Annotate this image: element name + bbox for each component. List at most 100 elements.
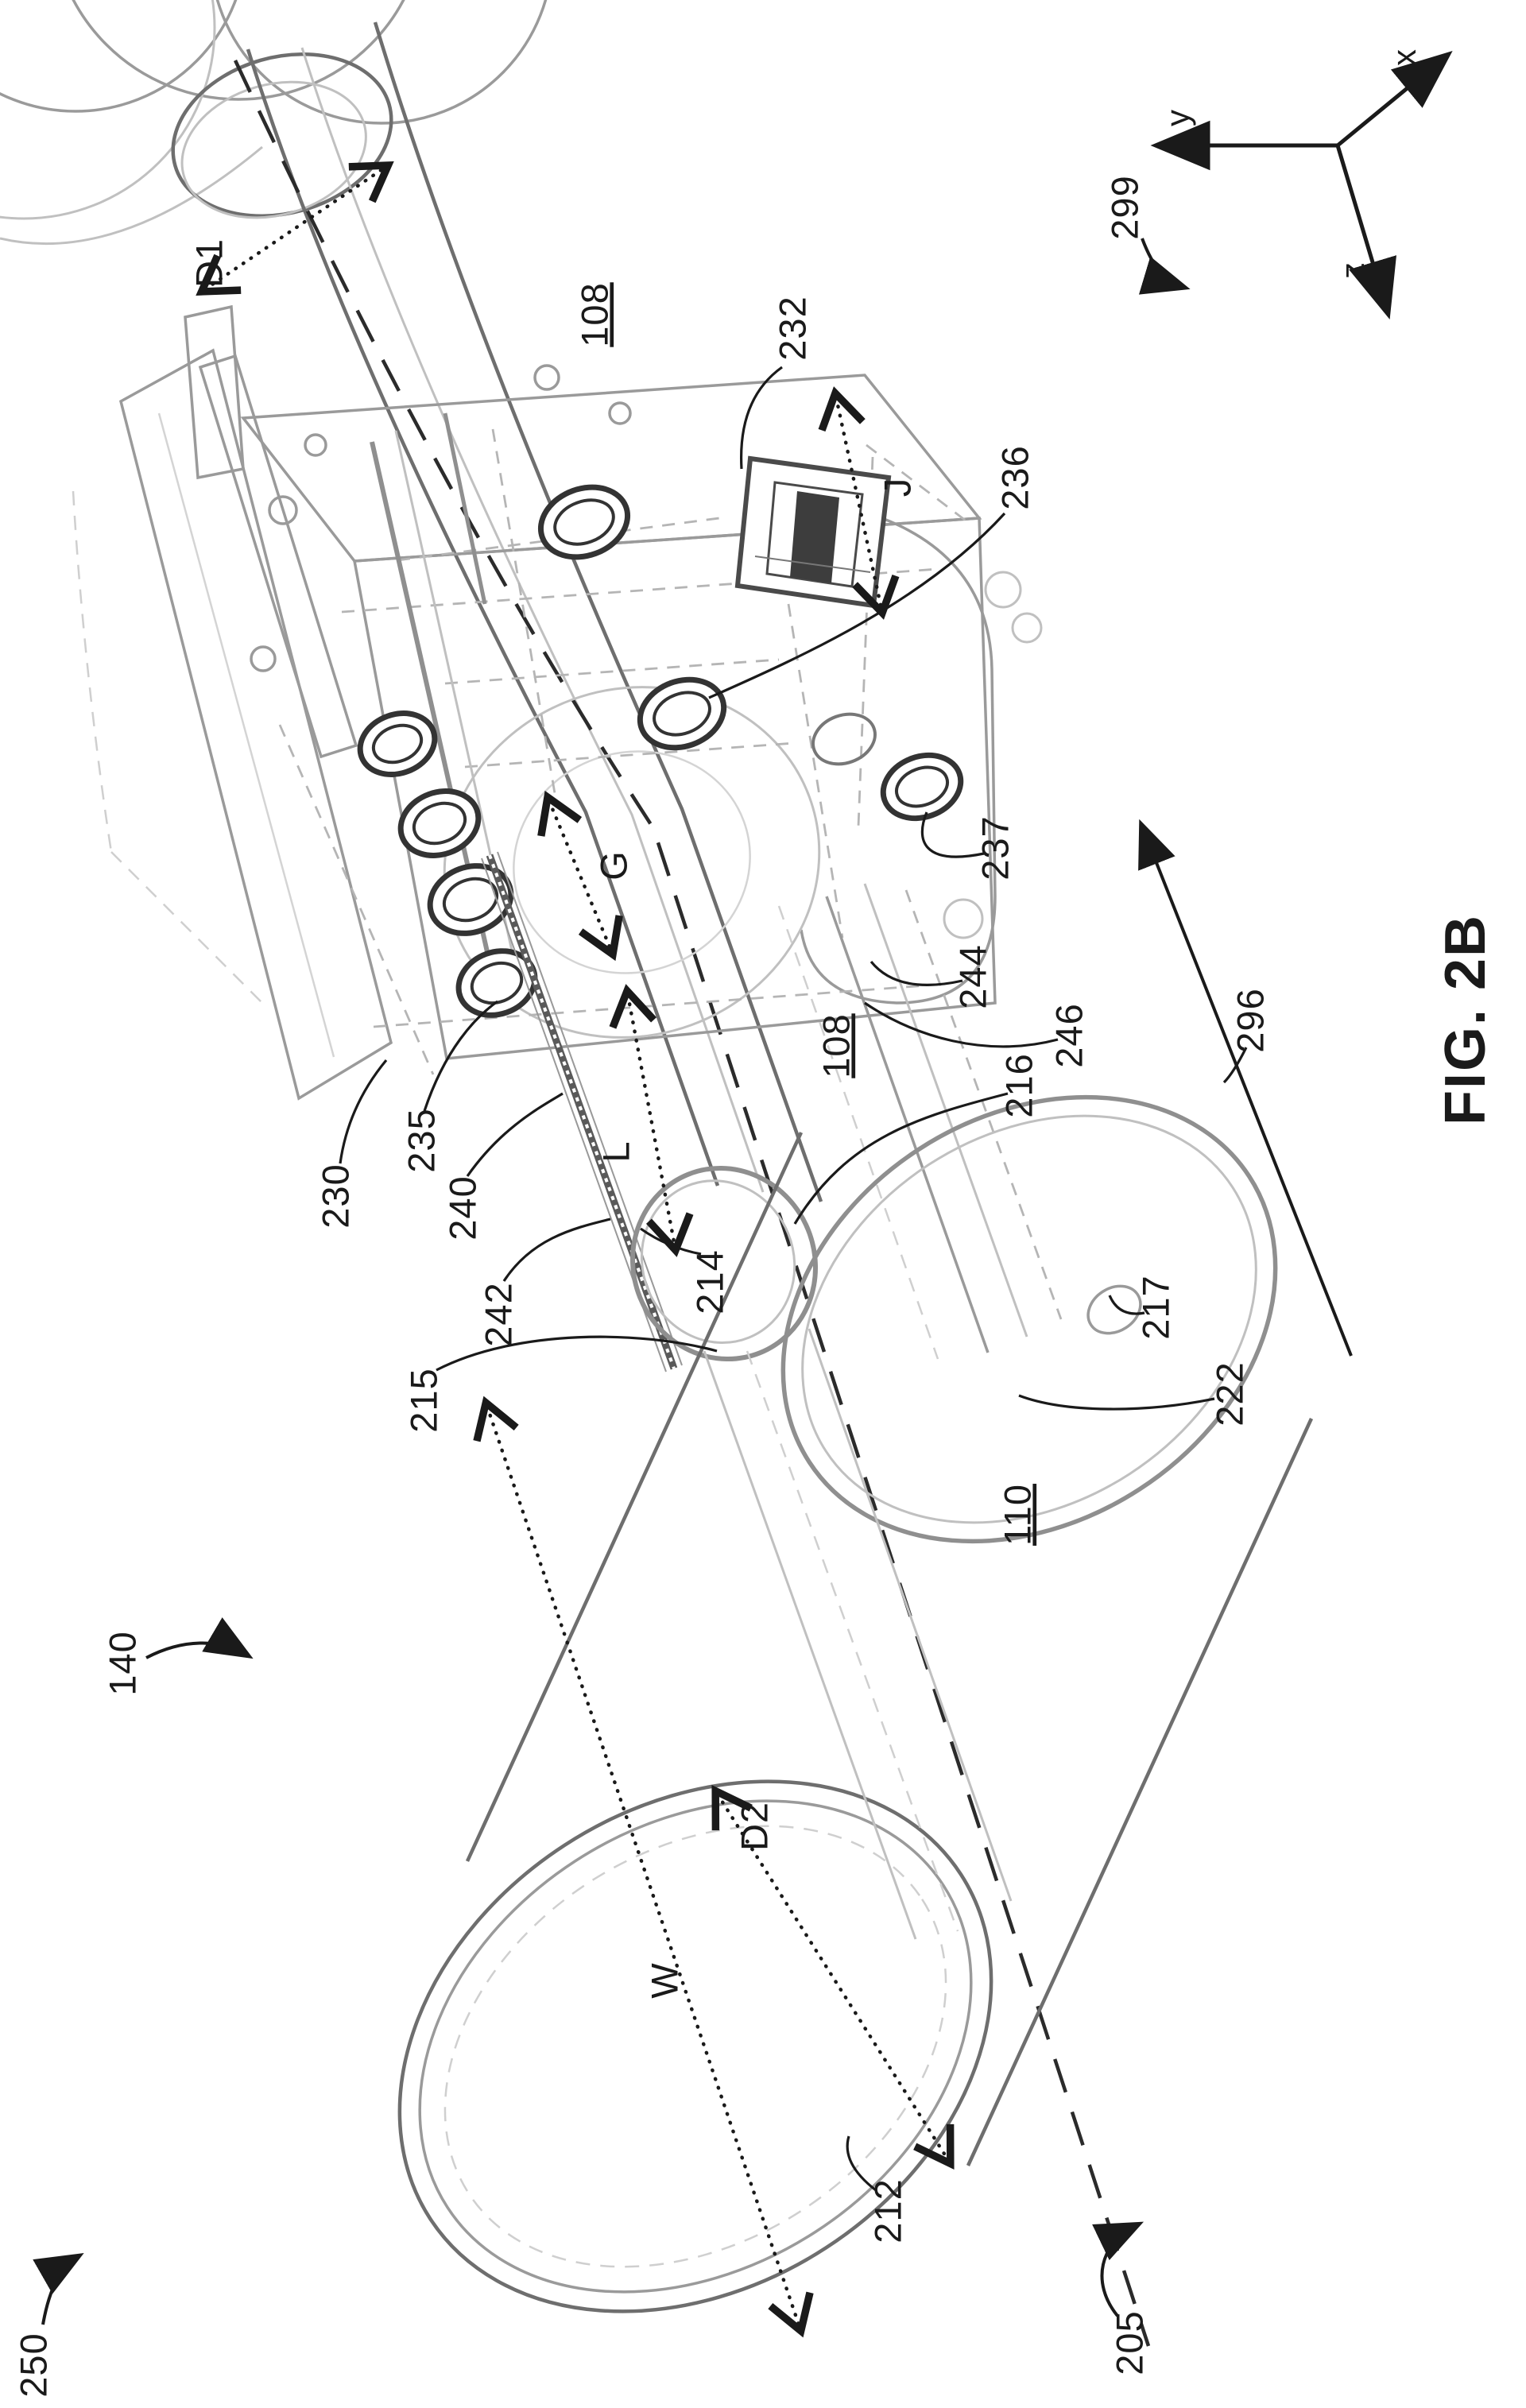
proximal-rim-inner [801,1114,1257,1524]
actuator-rod [443,412,487,605]
leader-246 [864,1001,1059,1048]
coil-arc [0,0,238,113]
ring-bosses [250,364,1043,1018]
screw [943,898,984,939]
label-237: 237 [974,815,1016,880]
label-W: W [643,1962,685,1998]
coil-arc [0,0,216,220]
bore-inner-outline [513,750,751,974]
label-242: 242 [477,1282,519,1346]
label-240: 240 [441,1175,483,1240]
bracket-rail [198,354,358,759]
leader-215 [436,1335,718,1372]
label-G: G [592,850,634,881]
direction-arrows [33,238,1353,2325]
leader-235 [423,1000,498,1112]
wire-core [486,854,678,1370]
coil-arc [215,0,548,125]
label-z: z [1334,261,1371,279]
connector-contact [790,491,839,583]
label-250: 250 [12,2333,54,2397]
screw [268,495,298,525]
inner-shaft-edge [808,1328,1013,1902]
label-y: y [1159,109,1196,126]
screw [1011,612,1043,644]
leader-244 [870,960,963,986]
label-232: 232 [771,296,813,360]
label-299: 299 [1103,175,1145,239]
leader-230 [339,1059,388,1164]
mounting-bracket-230 [72,304,393,1101]
leader-212 [846,2135,877,2192]
label-214: 214 [688,1249,730,1314]
label-J: J [876,478,918,497]
leader-232 [739,366,783,470]
label-110: 110 [996,1484,1038,1546]
label-230: 230 [314,1163,356,1228]
lumen-port-217 [1086,1284,1142,1335]
rotation-arrow-299 [1138,238,1191,295]
x-axis-arrow [1336,51,1453,147]
ring-boss-inner [553,498,615,546]
dim-L [609,984,694,1257]
label-205: 205 [1108,2310,1150,2375]
hidden-edge [857,456,874,827]
label-x: x [1385,48,1423,66]
dim-G [537,790,623,962]
screw [250,645,277,672]
bracket-plate [118,348,393,1101]
hidden-edge [278,724,435,1075]
leader-240 [466,1092,564,1177]
hidden-edge [491,428,558,803]
label-108b: 108 [815,1013,857,1078]
label-D1: D1 [188,238,230,288]
coil-arc [72,0,405,101]
axis-arrow-205 [1092,2221,1144,2317]
longitudinal-axis-205 [233,60,1151,2347]
ring-boss-inner [412,801,467,846]
label-222: 222 [1208,1361,1250,1426]
screw [304,433,327,457]
bracket-hidden-edge [72,490,113,853]
wire-edge [497,851,683,1366]
leader-217 [1108,1295,1145,1315]
ring-boss-back [811,712,877,766]
ring-boss-inner [442,877,499,923]
hidden-edge [787,603,844,939]
dim-D1 [196,161,394,296]
label-D2: D2 [733,1802,775,1851]
bracket-plate-edge [157,412,335,1058]
ring-boss-inner [470,961,524,1005]
hidden-edge [373,982,948,1028]
label-246: 246 [1048,1003,1090,1067]
view-arrow-250 [33,2253,84,2325]
leader-lines [339,366,1248,2192]
coordinate-triad [1150,51,1453,319]
assembly-arrow-140 [145,1617,254,1659]
label-L: L [595,1140,637,1162]
ring-boss-inner [895,765,949,808]
label-217: 217 [1134,1275,1176,1339]
screw [533,364,560,391]
label-140: 140 [101,1631,143,1695]
screw [984,571,1022,609]
bracket-hidden-edge [110,851,263,1004]
tube-wall-right [373,21,823,1202]
hidden-edge [464,741,796,768]
label-296: 296 [1229,988,1271,1052]
z-axis-arrow [1335,145,1397,319]
label-235: 235 [400,1108,442,1172]
screw [608,401,632,425]
dimension-arrows [196,161,955,2338]
bracket-tab [184,304,245,480]
label-215: 215 [402,1368,444,1432]
ring-boss-inner [653,691,711,737]
proximal-direction-arrow-296 [1138,819,1353,1357]
leader-296 [1222,1047,1248,1084]
label-244: 244 [951,944,993,1008]
cylinder-silhouette-right [966,1418,1314,2166]
label-216: 216 [997,1053,1040,1117]
